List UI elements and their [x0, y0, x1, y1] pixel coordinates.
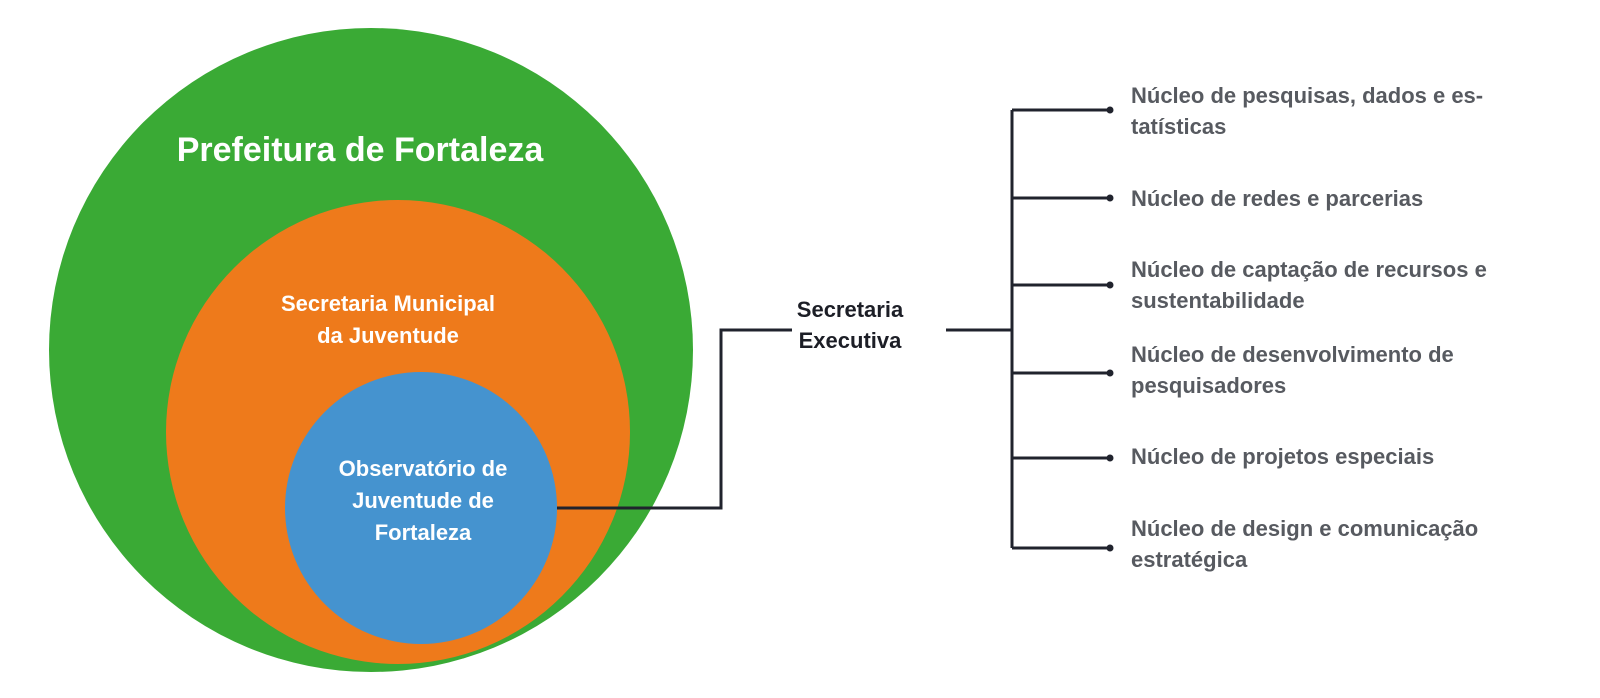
executive-label-line2: Executiva	[798, 328, 902, 353]
branch-dot-4	[1106, 369, 1114, 377]
nucleo-item-4-line1: Núcleo de desenvolvimento de	[1131, 342, 1454, 367]
branch-dot-6	[1106, 544, 1114, 552]
executive-label: Secretaria Executiva	[775, 294, 925, 356]
inner-circle	[285, 372, 557, 644]
nucleo-item-1-line2: tatísticas	[1131, 114, 1227, 139]
nucleo-item-1-line1: Núcleo de pesquisas, dados e es-	[1131, 83, 1484, 108]
nucleo-item-6-line1: Núcleo de design e comunicação	[1131, 516, 1479, 541]
middle-circle-label: Secretaria Municipal da Juventude	[238, 288, 538, 352]
nucleo-item-6-line2: estratégica	[1131, 547, 1248, 572]
middle-circle-label-line1: Secretaria Municipal	[281, 291, 495, 316]
nucleo-item-3-line1: Núcleo de captação de recursos e	[1131, 257, 1487, 282]
nucleo-item-3: Núcleo de captação de recursos e sustent…	[1131, 254, 1551, 316]
connector-observatorio-executiva	[557, 328, 792, 510]
nucleo-item-6: Núcleo de design e comunicação estratégi…	[1131, 513, 1551, 575]
branch-dot-2	[1106, 194, 1114, 202]
nucleo-item-4-line2: pesquisadores	[1131, 373, 1287, 398]
inner-circle-label-line3: Fortaleza	[374, 520, 472, 545]
middle-circle-label-line2: da Juventude	[317, 323, 459, 348]
branch-dot-1	[1106, 106, 1114, 114]
inner-circle-label: Observatório de Juventude de Fortaleza	[303, 453, 543, 549]
outer-circle-label: Prefeitura de Fortaleza	[176, 131, 544, 169]
nucleo-item-1: Núcleo de pesquisas, dados e es- tatísti…	[1131, 80, 1551, 142]
branch-dot-3	[1106, 281, 1114, 289]
branch-dot-5	[1106, 454, 1114, 462]
inner-circle-label-line1: Observatório de	[338, 456, 508, 481]
nucleo-item-2-line1: Núcleo de redes e parcerias	[1131, 186, 1424, 211]
nucleo-item-4: Núcleo de desenvolvimento de pesquisador…	[1131, 339, 1551, 401]
nucleo-item-5-line1: Núcleo de projetos especiais	[1131, 444, 1435, 469]
inner-circle-label-line2: Juventude de	[352, 488, 494, 513]
nucleo-item-3-line2: sustentabilidade	[1131, 288, 1305, 313]
nucleo-item-2: Núcleo de redes e parcerias	[1131, 183, 1551, 214]
executive-label-line1: Secretaria	[796, 297, 904, 322]
nucleo-item-5: Núcleo de projetos especiais	[1131, 441, 1551, 472]
